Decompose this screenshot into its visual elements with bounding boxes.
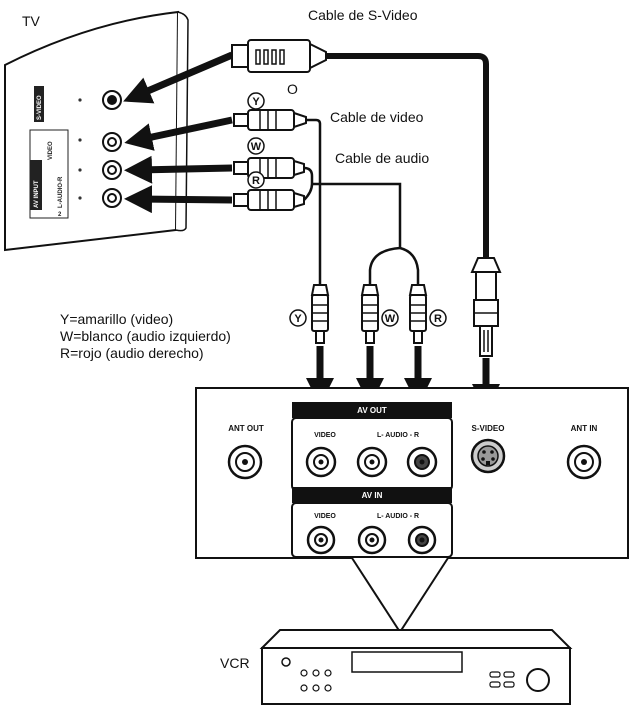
- av-in-audio-label: L- AUDIO - R: [377, 513, 419, 520]
- svideo-plug-top: [231, 39, 327, 73]
- audio-right-plug-top: [233, 189, 305, 211]
- tv-label: TV: [22, 13, 41, 29]
- av-in-header: AV IN: [362, 491, 383, 500]
- tv-audio-left-jack: [102, 160, 122, 180]
- ant-in-jack: [566, 444, 602, 480]
- av-out-audio-left-jack: [356, 446, 388, 478]
- av-out-video-jack: [305, 446, 337, 478]
- tv-arrows: [123, 51, 234, 214]
- audio-cable-wire: [303, 166, 420, 285]
- svideo-cable-label: Cable de S-Video: [308, 7, 418, 23]
- audio-right-plug-top-letter: R: [252, 175, 260, 187]
- tv-video-label: VIDEO: [48, 141, 54, 160]
- av-out-header: AV OUT: [357, 406, 387, 415]
- video-cable-label: Cable de video: [330, 109, 424, 125]
- vcr-power-button: [281, 657, 291, 667]
- tv-input-2: 2: [58, 212, 62, 218]
- vcr-device: [259, 629, 573, 705]
- legend-yellow: Y=amarillo (video): [60, 311, 173, 327]
- tv-audio-label: L-AUDIO-R: [58, 176, 64, 208]
- audio-left-plug-bottom-letter-circle: [381, 309, 399, 327]
- color-legend: Y=amarillo (video) W=blanco (audio izqui…: [60, 311, 231, 361]
- tv-svideo-jack: [102, 90, 122, 110]
- av-out-video-label: VIDEO: [314, 432, 336, 439]
- av-in-group: AV IN VIDEO L- AUDIO - R: [291, 487, 453, 558]
- audio-right-plug-bottom-letter-circle: [429, 309, 447, 327]
- vcr-rear-panel: ANT OUT AV OUT VIDEO L- AUDIO - R: [195, 387, 629, 559]
- legend-white: W=blanco (audio izquierdo): [60, 328, 231, 344]
- audio-right-plug-bottom: [408, 284, 428, 344]
- tv-svideo-label: S-VIDEO: [37, 95, 43, 120]
- video-plug-bottom-letter: Y: [294, 313, 302, 325]
- tv-video-jack: [102, 132, 122, 152]
- audio-left-plug-bottom: [360, 284, 380, 344]
- arrow-audio-right-to-tv: [124, 185, 233, 214]
- tv-panel: S-VIDEO AV INPUT VIDEO L-AUDIO-R 1 2: [4, 10, 189, 252]
- audio-cable-label: Cable de audio: [335, 150, 429, 166]
- vcr-jog-dial: [526, 668, 550, 692]
- av-out-audio-label: L- AUDIO - R: [377, 432, 419, 439]
- ant-out-label: ANT OUT: [228, 424, 264, 433]
- av-out-audio-right-jack: [406, 446, 438, 478]
- vcr-label: VCR: [220, 655, 250, 671]
- audio-left-plug-top-letter: W: [251, 141, 262, 153]
- svideo-port-label: S-VIDEO: [472, 424, 505, 433]
- av-in-audio-right-jack: [407, 525, 437, 555]
- vcr-tape-slot: [351, 651, 463, 673]
- av-in-audio-left-jack: [357, 525, 387, 555]
- audio-left-plug-bottom-letter: W: [385, 313, 396, 325]
- arrow-audio-left-to-tv: [124, 155, 233, 184]
- ant-in-label: ANT IN: [571, 424, 598, 433]
- tv-svideo-strip: [34, 86, 44, 122]
- video-plug-bottom-letter-circle: [289, 309, 307, 327]
- tv-audio-right-jack: [102, 188, 122, 208]
- audio-left-plug-top: [233, 157, 305, 179]
- video-plug-top-letter: Y: [252, 96, 260, 108]
- video-cable-wire: [306, 118, 322, 285]
- arrow-svideo-to-tv: [123, 51, 234, 104]
- tv-input-1: 1: [32, 212, 36, 218]
- tv-av-input-label: AV INPUT: [34, 180, 40, 208]
- vcr-arrows: [306, 346, 500, 412]
- ant-out-jack: [227, 444, 263, 480]
- audio-left-plug-top-letter-circle: [247, 137, 265, 155]
- audio-right-plug-bottom-letter: R: [434, 313, 442, 325]
- audio-right-plug-top-letter-circle: [247, 171, 265, 189]
- vcr-callout-pointer: [351, 557, 449, 634]
- av-in-video-jack: [306, 525, 336, 555]
- video-plug-top-letter-circle: [247, 92, 265, 110]
- legend-red: R=rojo (audio derecho): [60, 345, 204, 361]
- video-plug-bottom: [310, 284, 330, 344]
- svideo-cable-wire: [326, 53, 489, 258]
- or-label: O: [287, 81, 298, 97]
- arrow-video-to-tv: [124, 116, 233, 151]
- video-plug-top: [233, 109, 307, 131]
- av-in-video-label: VIDEO: [314, 513, 336, 520]
- svideo-port: [470, 438, 506, 474]
- av-out-group: AV OUT VIDEO L- AUDIO - R: [291, 402, 453, 491]
- svideo-plug-bottom: [470, 257, 502, 357]
